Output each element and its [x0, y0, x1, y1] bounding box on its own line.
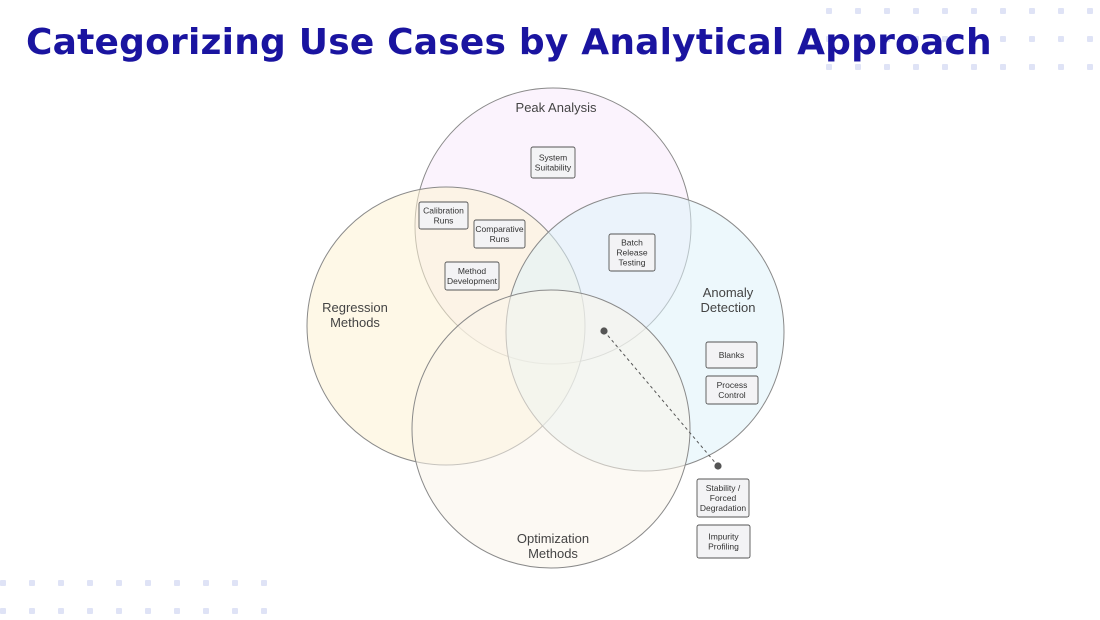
- circle-optimization: [411, 289, 691, 569]
- connector-end-dot: [714, 462, 722, 470]
- use-case-box: [705, 341, 758, 369]
- use-case-blanks: Blanks: [705, 341, 758, 369]
- use-case-box: [530, 146, 576, 179]
- circle-label-peak: Peak Analysis: [516, 100, 597, 115]
- use-case-box: [444, 261, 500, 291]
- use-case-box: [608, 233, 656, 272]
- use-case-box: [473, 219, 526, 249]
- use-case-box: [696, 524, 751, 559]
- slide-title: Categorizing Use Cases by Analytical App…: [26, 22, 992, 63]
- connector-layer: [600, 327, 722, 470]
- use-case-box: [705, 375, 759, 405]
- circles-layer: [306, 87, 785, 569]
- connector-start-dot: [600, 327, 608, 335]
- use-case-box: [418, 201, 469, 230]
- use-case-box: [696, 478, 750, 518]
- use-case-label: Blanks: [719, 350, 745, 360]
